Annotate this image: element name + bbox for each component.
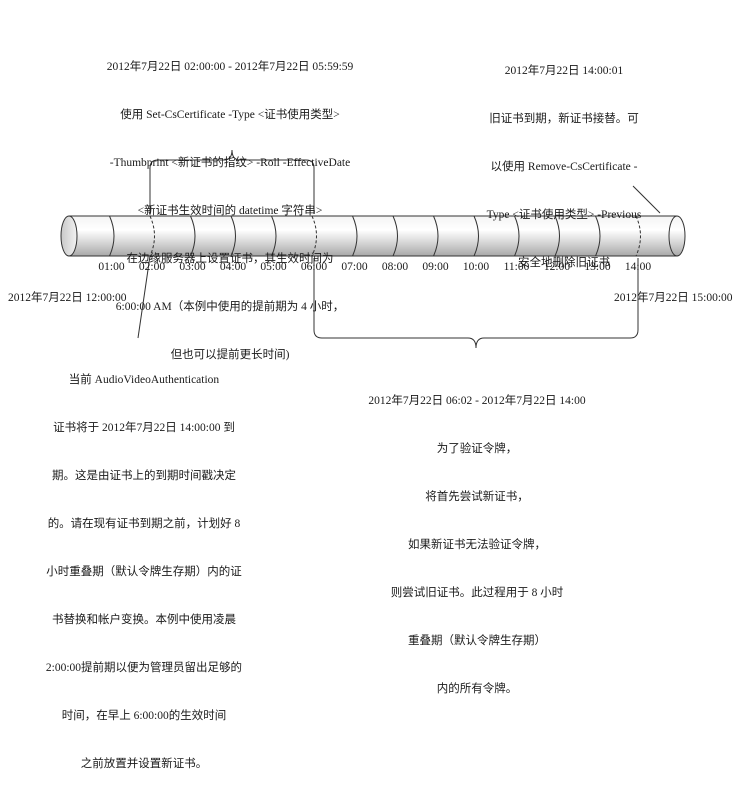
note-line: 则尝试旧证书。此过程用于 8 小时 [390,587,564,599]
note-line: 但也可以提前更长时间) [170,349,290,361]
hour-divider [514,215,520,257]
note-line: 如果新证书无法验证令牌， [408,539,546,551]
note-line: 使用 Set-CsCertificate -Type <证书使用类型> [120,109,340,121]
hour-divider [311,215,317,257]
tick-label: 08:00 [381,261,409,273]
hour-divider [149,215,155,257]
note-line: 内的所有令牌。 [436,683,518,695]
hour-divider [190,215,196,257]
note-bottom-left: 当前 AudioVideoAuthentication 证书将于 2012年7月… [20,340,268,804]
note-line: 6:00:00 AM（本例中使用的提前期为 4 小时， [115,301,345,313]
hour-divider [595,215,601,257]
tick-label: 12:00 [543,261,571,273]
tick-label: 11:00 [503,261,530,273]
note-line: 当前 AudioVideoAuthentication [68,374,220,386]
hour-divider [433,215,439,257]
cylinder-right-end [668,215,686,257]
note-top-right: 2012年7月22日 14:00:01 旧证书到期，新证书接替。可 以使用 Re… [466,31,662,303]
note-line: 证书将于 2012年7月22日 14:00:00 到 [53,422,235,434]
tick-label: 07:00 [341,261,368,273]
note-line: 为了验证令牌， [436,443,518,455]
note-line: 期。这是由证书上的到期时间戳决定 [52,470,236,482]
note-line: 重叠期（默认令牌生存期） [408,635,546,647]
cylinder-segments [109,215,641,257]
note-line: 2:00:00提前期以便为管理员留出足够的 [45,662,243,674]
note-top-left: 2012年7月22日 02:00:00 - 2012年7月22日 05:59:5… [80,27,380,395]
tick-label: 02:00 [138,261,166,273]
note-line: 2012年7月22日 02:00:00 - 2012年7月22日 05:59:5… [106,61,354,73]
note-line: 之前放置并设置新证书。 [80,758,208,770]
hour-divider [352,215,358,257]
tick-label: 13:00 [584,261,611,273]
note-line: 旧证书到期，新证书接替。可 [489,113,639,125]
tick-label: 03:00 [179,261,206,273]
note-line: 2012年7月22日 06:02 - 2012年7月22日 14:00 [368,395,586,407]
tick-label: 04:00 [219,261,247,273]
note-line: 将首先尝试新证书， [425,491,529,503]
tick-label: 14:00 [624,261,652,273]
note-line: 的。请在现有证书到期之前，计划好 8 [47,518,241,530]
hour-divider [271,215,277,257]
timeline-start-label: 2012年7月22日 12:00:00 [8,292,127,304]
note-line: -Thumbprint <新证书的指纹> -Roll -EffectiveDat… [109,157,351,169]
note-line: 2012年7月22日 14:00:01 [504,65,624,77]
hour-divider [635,215,641,257]
hour-divider [392,215,398,257]
bottom-bracket [313,258,639,349]
tick-label: 10:00 [462,261,490,273]
timeline-diagram: 2012年7月22日 02:00:00 - 2012年7月22日 05:59:5… [8,27,733,770]
note-line: Type <证书使用类型> -Previous [486,209,642,221]
cylinder-left-cap [60,215,78,257]
note-line: 在边缘服务器上设置证书，其生效时间为 [126,253,334,265]
note-line: 小时重叠期（默认令牌生存期）内的证 [46,566,242,578]
callout-line-0200 [137,255,151,339]
tick-label: 09:00 [422,261,449,273]
diagram-graphics [60,149,686,349]
note-line: 时间，在早上 6:00:00的生效时间 [61,710,227,722]
hour-divider [230,215,236,257]
note-bottom-right: 2012年7月22日 06:02 - 2012年7月22日 14:00 为了验证… [348,361,606,729]
hour-divider [473,215,479,257]
tick-label: 06:00 [300,261,328,273]
callout-line-1400 [632,185,661,214]
timeline-end-label: 2012年7月22日 15:00:00 [614,292,733,304]
tick-label: 05:00 [260,261,287,273]
hour-divider [554,215,560,257]
note-line: <新证书生效时间的 datetime 字符串> [137,205,323,217]
top-bracket [149,149,315,214]
hour-divider [109,215,115,257]
note-line: 安全地删除旧证书 [518,257,610,269]
note-line: 以使用 Remove-CsCertificate - [490,161,638,173]
tick-label: 01:00 [98,261,125,273]
note-line: 书替换和帐户变换。本例中使用凌晨 [52,614,236,626]
timeline-cylinder [68,215,678,257]
